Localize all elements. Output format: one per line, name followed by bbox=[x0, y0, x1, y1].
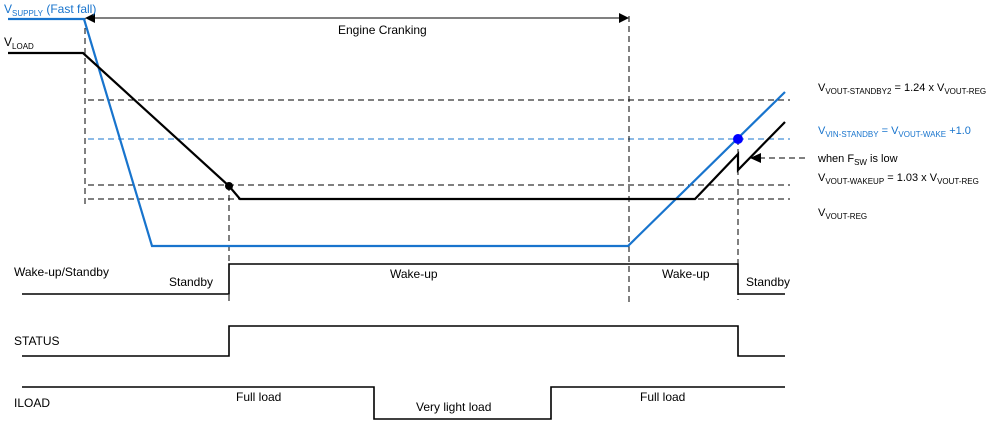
wake-standby-trace bbox=[22, 263, 785, 295]
wake-standby-signal-label: Wake-up/Standby bbox=[14, 265, 109, 279]
standby2-level-label: VVOUT-STANDBY2 = 1.24 x VVOUT-REG bbox=[818, 82, 986, 96]
full-load-right-label: Full load bbox=[640, 390, 685, 404]
iload-trace bbox=[22, 386, 785, 420]
vin-standby-level-label: VVIN-STANDBY = VVOUT-WAKE +1.0 bbox=[818, 125, 971, 139]
very-light-load-label: Very light load bbox=[416, 400, 491, 414]
arrow-head-right bbox=[619, 13, 629, 23]
standby-left-label: Standby bbox=[169, 275, 213, 289]
vload-trace bbox=[8, 51, 786, 201]
full-load-left-label: Full load bbox=[236, 390, 281, 404]
vsupply-label: VSUPPLY (Fast fall) bbox=[4, 2, 96, 18]
vreg-level-label: VVOUT-REG bbox=[818, 207, 867, 221]
iload-signal-label: ILOAD bbox=[14, 396, 50, 410]
wakeup-point-marker bbox=[225, 182, 233, 190]
wakeup-right-label: Wake-up bbox=[662, 267, 710, 281]
fsw-arrow-head bbox=[750, 153, 761, 163]
wakeup-level-label: VVOUT-WAKEUP = 1.03 x VVOUT-REG bbox=[818, 172, 979, 186]
status-trace bbox=[22, 325, 785, 357]
engine-cranking-label: Engine Cranking bbox=[338, 23, 427, 37]
fsw-low-label: when FSW is low bbox=[817, 153, 898, 167]
vload-label: VLOAD bbox=[4, 35, 34, 51]
status-signal-label: STATUS bbox=[14, 334, 60, 348]
standby-point-marker bbox=[733, 134, 743, 144]
vsupply-trace bbox=[8, 17, 786, 248]
arrow-head-left bbox=[85, 13, 95, 23]
wakeup-mid-label: Wake-up bbox=[390, 267, 438, 281]
standby-right-label: Standby bbox=[746, 275, 790, 289]
